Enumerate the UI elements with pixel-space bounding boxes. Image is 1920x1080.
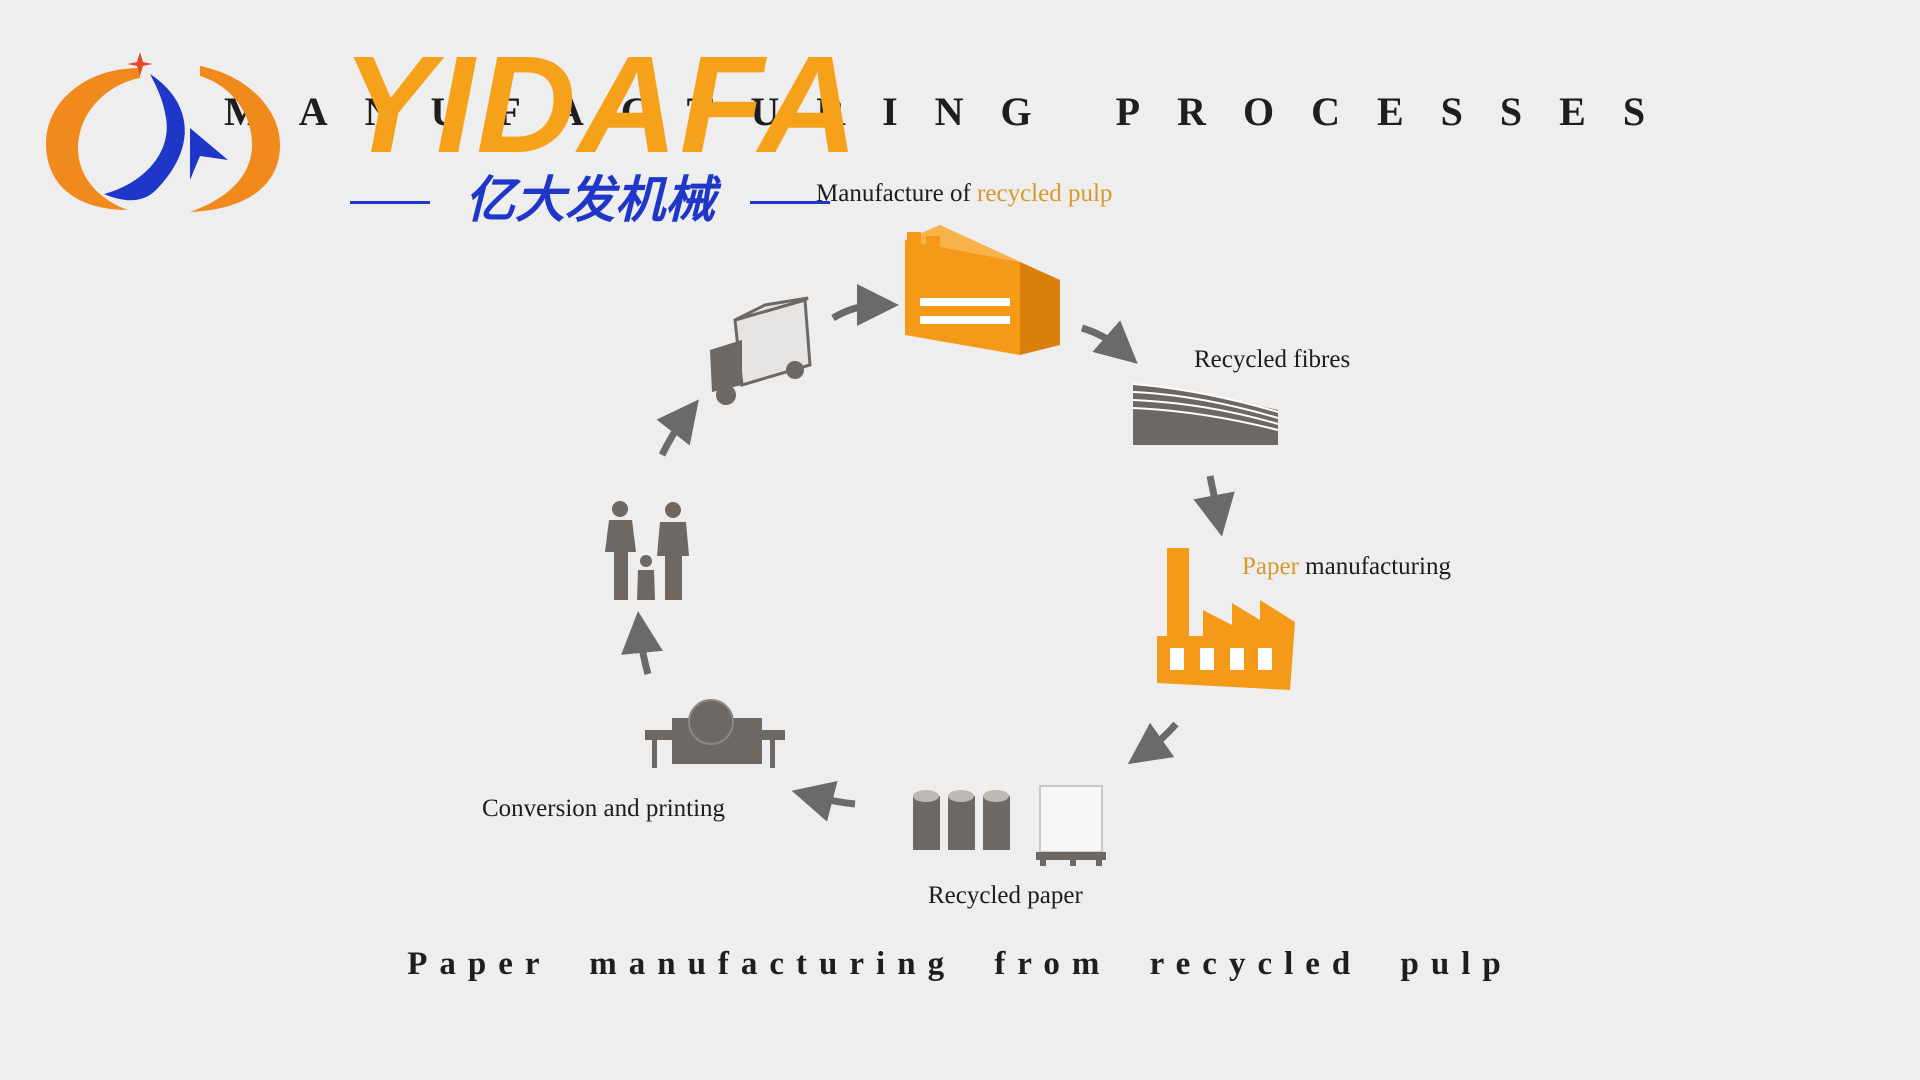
label-manufacture-recycled-pulp: Manufacture of recycled pulp (816, 180, 1112, 208)
paper-fibres-icon (1132, 383, 1279, 445)
caption: Paper manufacturing from recycled pulp (407, 946, 1513, 982)
label-accent: Paper (1242, 553, 1299, 580)
paper-stack-icon (1036, 785, 1106, 866)
arrow (1127, 721, 1179, 765)
page-title: MANUFACTURING PROCESSES (224, 89, 1683, 134)
factory-building-icon (905, 225, 1060, 355)
label-paper-manufacturing: Paper manufacturing (1242, 553, 1451, 581)
printing-machine-icon (645, 699, 785, 768)
family-icon (605, 501, 689, 600)
arrow (1193, 475, 1235, 537)
label-recycled-paper: Recycled paper (928, 882, 1083, 909)
delivery-truck-icon (710, 296, 812, 405)
brand-subtitle: 亿大发机械 (465, 171, 715, 229)
brand-logo-icon (46, 52, 280, 212)
label-prefix: Manufacture of (816, 180, 978, 207)
label-recycled-fibres: Recycled fibres (1194, 346, 1351, 373)
arrow (1080, 320, 1138, 364)
paper-mill-icon (1157, 548, 1295, 690)
divider (750, 201, 830, 204)
label-conversion-printing: Conversion and printing (482, 795, 726, 822)
brand-name: YIDAFA (342, 28, 861, 182)
arrow (831, 284, 899, 327)
divider (350, 201, 430, 204)
label-suffix: manufacturing (1298, 553, 1451, 580)
label-accent: recycled pulp (977, 180, 1113, 207)
arrow (791, 780, 856, 822)
cycle-arrows (621, 284, 1235, 822)
paper-rolls-icon (913, 790, 1010, 850)
arrow (656, 399, 699, 457)
brand-subtitle-block: 亿大发机械 (350, 170, 830, 230)
arrow (621, 611, 663, 675)
